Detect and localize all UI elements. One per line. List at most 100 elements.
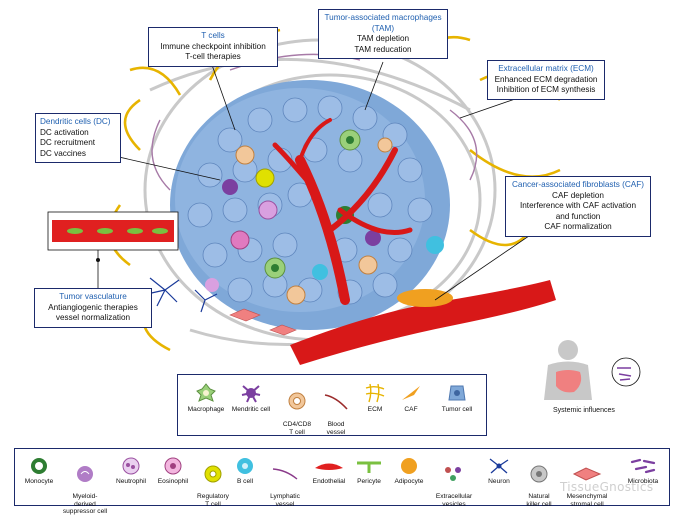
msc-icon — [572, 467, 602, 481]
legend-bottom-label: Eosinophil — [157, 478, 189, 485]
treg-icon — [204, 465, 222, 483]
legend-bottom-item: Neutrophil — [111, 457, 151, 486]
callout-dc-line: DC vaccines — [40, 148, 86, 158]
callout-tam-line: TAM reducation — [354, 44, 412, 54]
legend-bottom-item: Neuron — [481, 457, 517, 486]
legend-bottom-label: Lymphatic vessel — [270, 493, 300, 508]
human-silhouette — [544, 340, 641, 400]
neurons — [146, 277, 218, 313]
legend-top-item: Macrophage — [184, 383, 228, 414]
leader-lines — [109, 61, 546, 301]
legend-bottom-label: Endothelial — [312, 478, 346, 485]
callout-t-cells-line: Immune checkpoint inhibition — [160, 41, 266, 51]
stromal-cells — [229, 308, 297, 336]
nk-cell-icon — [530, 465, 548, 483]
microbiota-icon — [630, 458, 656, 474]
callout-ecm: Extracellular matrix (ECM) Enhanced ECM … — [487, 60, 605, 100]
ecm-icon — [365, 383, 385, 403]
legend-bottom-label: Pericyte — [357, 478, 381, 485]
legend-bottom-item: Regulatory T cell — [193, 457, 233, 508]
tumor-vessels — [272, 118, 413, 305]
callout-t-cells-title: T cells — [201, 31, 225, 40]
b-cell-icon — [237, 458, 253, 474]
dendritic-cell-icon — [241, 385, 261, 403]
legend-top-item: CAF — [396, 383, 426, 414]
systemic-influences-label: Systemic influences — [553, 407, 615, 414]
legend-bottom: Monocyte Myeloid- derived suppressor cel… — [14, 448, 670, 515]
legend-top-item: CD4/CD8 T cell — [276, 383, 318, 436]
lymphatic-vessel-icon — [272, 467, 298, 480]
legend-top-label: Macrophage — [187, 406, 225, 413]
legend-bottom-label: Extracellular vesicles — [435, 493, 473, 508]
legend-bottom-label: B cell — [236, 478, 254, 485]
monocyte-icon — [31, 458, 47, 474]
t-cell-icon — [288, 392, 306, 410]
legend-bottom-item: B cell — [227, 457, 263, 486]
legend-bottom-label: Myeloid- derived suppressor cell — [62, 493, 108, 516]
callout-caf-title: Cancer-associated fibroblasts (CAF) — [512, 180, 644, 189]
legend-top: Macrophage Mendritic cell CD4/CD8 T cell… — [177, 374, 487, 436]
callout-t-cells: T cells Immune checkpoint inhibition T-c… — [148, 27, 278, 67]
callout-tam: Tumor-associated macrophages (TAM) TAM d… — [318, 9, 448, 60]
eosinophil-icon — [164, 457, 182, 475]
neutrophil-icon — [122, 457, 140, 475]
legend-bottom-label: Monocyte — [24, 478, 54, 485]
callout-dc-line: DC activation — [40, 127, 89, 137]
caf-cluster — [397, 289, 453, 307]
legend-bottom-label: Regulatory T cell — [197, 493, 229, 508]
legend-bottom-item: Endothelial — [307, 457, 351, 486]
callout-vasculature-title: Tumor vasculature — [59, 292, 127, 301]
legend-top-item: Mendritic cell — [228, 383, 274, 414]
callout-caf-line: and function — [555, 211, 601, 221]
legend-bottom-item: Myeloid- derived suppressor cell — [61, 457, 109, 516]
legend-bottom-item: Extracellular vesicles — [429, 457, 479, 508]
pericyte-icon — [357, 461, 381, 473]
legend-bottom-label: Adipocyte — [394, 478, 424, 485]
callout-caf-line: CAF depletion — [552, 190, 604, 200]
mdsc-icon — [77, 465, 93, 482]
callout-dc-line: DC recruitment — [40, 138, 96, 148]
legend-top-label: CAF — [404, 406, 418, 413]
legend-bottom-item: Eosinophil — [153, 457, 193, 486]
legend-bottom-label: Neutrophil — [115, 478, 147, 485]
legend-top-item: Tumor cell — [434, 383, 480, 414]
legend-top-label: Blood vessel — [326, 421, 346, 436]
legend-top-label: Tumor cell — [441, 406, 473, 413]
legend-top-label: CD4/CD8 T cell — [282, 421, 312, 436]
callout-t-cells-line: T-cell therapies — [185, 52, 241, 62]
callout-dc: Dendritic cells (DC) DC activation DC re… — [35, 113, 121, 164]
legend-bottom-item: Microbiota — [619, 457, 667, 486]
callout-caf-line: CAF normalization — [544, 222, 612, 232]
callout-dc-title: Dendritic cells (DC) — [40, 117, 111, 126]
callout-ecm-title: Extracellular matrix (ECM) — [498, 64, 594, 73]
callout-vasculature-line: vessel normalization — [55, 313, 131, 323]
legend-bottom-item: Pericyte — [351, 457, 387, 486]
legend-bottom-item: Mesenchymal stromal cell — [561, 457, 613, 508]
legend-bottom-item: Adipocyte — [389, 457, 429, 486]
callout-tam-line: TAM depletion — [356, 34, 410, 44]
main-blood-vessel — [290, 280, 556, 365]
legend-bottom-label: Neuron — [488, 478, 510, 485]
callout-caf-line: Interference with CAF activation — [519, 201, 637, 211]
legend-bottom-label: Natural killer cell — [526, 493, 552, 508]
macrophage-icon — [196, 383, 216, 402]
callout-tam-title: Tumor-associated macrophages (TAM) — [324, 13, 442, 33]
callout-ecm-line: Inhibition of ECM synthesis — [496, 85, 596, 95]
legend-top-item: Blood vessel — [318, 383, 354, 436]
legend-top-item: ECM — [360, 383, 390, 414]
callout-vasculature-line: Antiangiogenic therapies — [48, 302, 138, 312]
legend-top-label: Mendritic cell — [231, 406, 271, 413]
legend-bottom-item: Monocyte — [19, 457, 59, 486]
callout-caf: Cancer-associated fibroblasts (CAF) CAF … — [505, 176, 651, 237]
extracellular-vesicles-icon — [445, 466, 461, 481]
vasculature-inset — [47, 211, 179, 288]
endothelial-icon — [315, 463, 343, 470]
legend-bottom-label: Microbiota — [627, 478, 659, 485]
tumor-cell-icon — [448, 385, 466, 401]
legend-bottom-label: Mesenchymal stromal cell — [566, 493, 608, 508]
caf-icon — [402, 386, 420, 400]
neuron-icon — [489, 458, 509, 474]
legend-bottom-item: Lymphatic vessel — [265, 457, 305, 508]
adipocyte-icon — [401, 458, 417, 474]
